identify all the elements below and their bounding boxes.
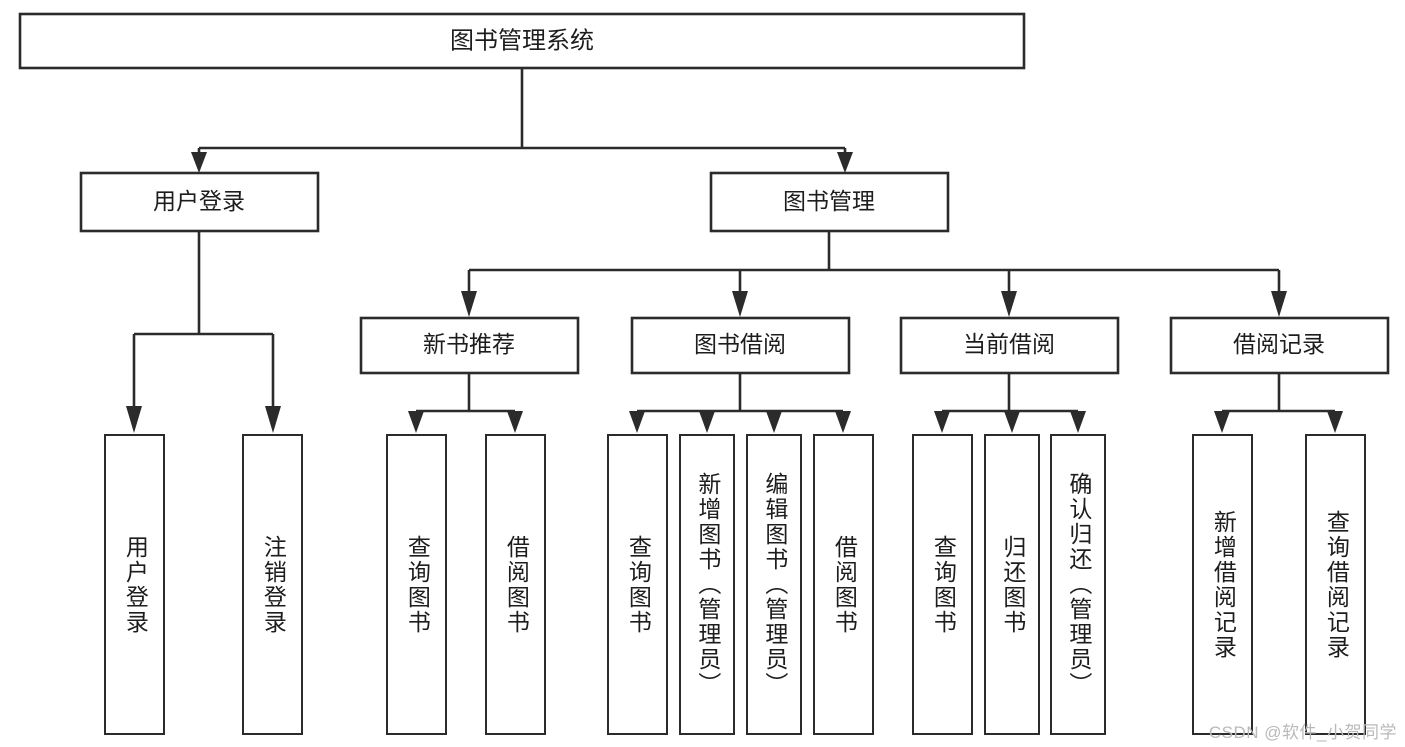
arrow-head-icon <box>1327 411 1343 433</box>
arrow-head-icon <box>837 152 853 173</box>
connector-newbook-to-leaves <box>408 373 523 433</box>
node-book-manage[interactable]: 图书管理 <box>709 171 950 233</box>
arrow-head-icon <box>629 411 645 433</box>
arrow-head-icon <box>126 406 142 433</box>
leaf-query-book-1[interactable]: 查询图书 <box>386 434 447 735</box>
arrow-head-icon <box>1271 291 1287 317</box>
leaf-query-book-3[interactable]: 查询图书 <box>912 434 973 735</box>
node-current-borrow[interactable]: 当前借阅 <box>899 316 1120 375</box>
leaf-user-login-label: 用户登录 <box>122 534 149 635</box>
current-borrow-label: 当前借阅 <box>963 331 1055 357</box>
arrow-head-icon <box>408 411 424 433</box>
new-book-recommend-box[interactable] <box>359 316 580 375</box>
connector-bookborrow-to-leaves <box>629 373 851 433</box>
arrow-head-icon <box>934 411 950 433</box>
connector-userlogin-to-leaves <box>126 231 281 433</box>
arrow-head-icon <box>1214 411 1230 433</box>
arrow-head-icon <box>1001 291 1017 317</box>
leaf-borrow-book-1-label: 借阅图书 <box>503 534 530 635</box>
leaf-query-record[interactable]: 查询借阅记录 <box>1305 434 1366 735</box>
node-user-login[interactable]: 用户登录 <box>79 171 320 233</box>
leaf-query-book-3-label: 查询图书 <box>930 534 957 635</box>
leaf-return-book-label: 归还图书 <box>999 534 1026 635</box>
leaf-user-logout[interactable]: 注销登录 <box>242 434 303 735</box>
leaf-confirm-return-label: 确认归还（管理员） <box>1065 472 1092 697</box>
leaf-add-book[interactable]: 新增图书（管理员） <box>679 434 735 735</box>
leaf-confirm-return[interactable]: 确认归还（管理员） <box>1050 434 1106 735</box>
arrow-head-icon <box>461 291 477 317</box>
leaf-user-login[interactable]: 用户登录 <box>104 434 165 735</box>
arrow-head-icon <box>507 411 523 433</box>
leaf-return-book[interactable]: 归还图书 <box>984 434 1040 735</box>
user-login-label: 用户登录 <box>153 188 245 214</box>
leaf-query-book-2-label: 查询图书 <box>625 534 652 635</box>
connector-bookmanage-to-level2 <box>461 231 1287 317</box>
book-manage-label: 图书管理 <box>783 188 875 214</box>
node-borrow-record[interactable]: 借阅记录 <box>1169 316 1390 375</box>
new-book-recommend-label: 新书推荐 <box>423 331 515 357</box>
root-box[interactable] <box>18 12 1026 70</box>
leaf-edit-book-label: 编辑图书（管理员） <box>761 472 788 697</box>
connector-root-to-level1 <box>191 68 853 173</box>
leaf-user-logout-label: 注销登录 <box>260 534 287 635</box>
leaf-borrow-book-2-label: 借阅图书 <box>831 534 858 635</box>
book-borrow-box[interactable] <box>630 316 851 375</box>
leaf-query-record-label: 查询借阅记录 <box>1323 509 1350 660</box>
leaf-add-record-label: 新增借阅记录 <box>1210 509 1237 660</box>
leaf-add-book-label: 新增图书（管理员） <box>694 472 721 697</box>
arrow-head-icon <box>766 411 782 433</box>
arrow-head-icon <box>1004 411 1020 433</box>
connector-currentborrow-to-leaves <box>934 373 1086 433</box>
node-book-borrow[interactable]: 图书借阅 <box>630 316 851 375</box>
book-borrow-label: 图书借阅 <box>694 331 786 357</box>
leaf-add-record[interactable]: 新增借阅记录 <box>1192 434 1253 735</box>
connector-borrowrecord-to-leaves <box>1214 373 1343 433</box>
leaf-borrow-book-1[interactable]: 借阅图书 <box>485 434 546 735</box>
leaf-edit-book[interactable]: 编辑图书（管理员） <box>746 434 802 735</box>
arrow-head-icon <box>1070 411 1086 433</box>
arrow-head-icon <box>732 291 748 317</box>
borrow-record-label: 借阅记录 <box>1233 331 1325 357</box>
leaf-query-book-1-label: 查询图书 <box>404 534 431 635</box>
arrow-head-icon <box>699 411 715 433</box>
leaf-borrow-book-2[interactable]: 借阅图书 <box>813 434 874 735</box>
node-new-book-recommend[interactable]: 新书推荐 <box>359 316 580 375</box>
arrow-head-icon <box>191 152 207 173</box>
arrow-head-icon <box>265 406 281 433</box>
current-borrow-box[interactable] <box>899 316 1120 375</box>
leaf-query-book-2[interactable]: 查询图书 <box>607 434 668 735</box>
node-root[interactable]: 图书管理系统 <box>18 12 1026 70</box>
root-label: 图书管理系统 <box>450 27 594 54</box>
arrow-head-icon <box>835 411 851 433</box>
